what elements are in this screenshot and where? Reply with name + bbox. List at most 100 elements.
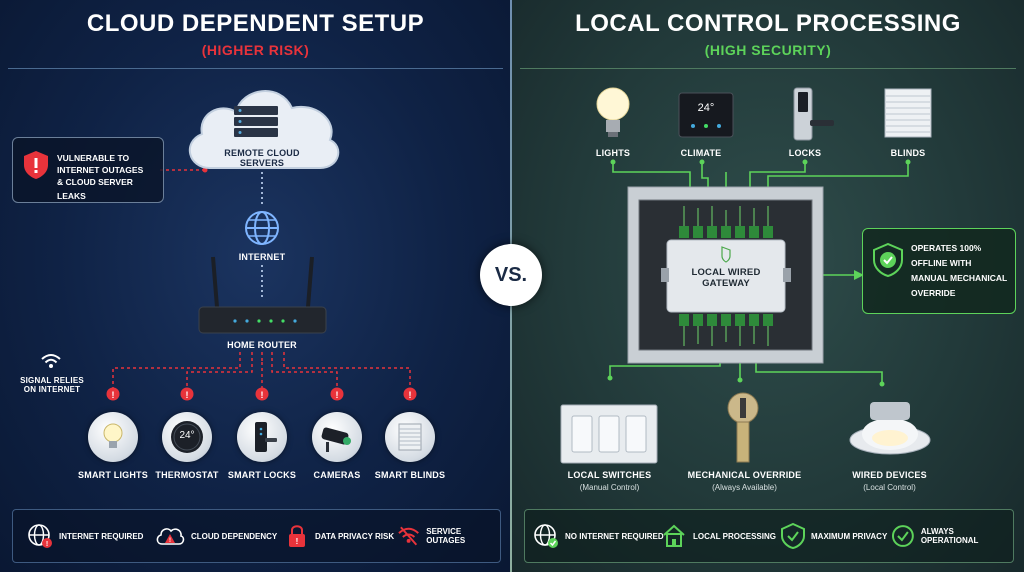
offline-line-2: OFFLINE WITH [911,258,972,268]
thermostat-device: 24° [162,412,212,462]
alert-icon: ! [255,387,269,401]
vulnerability-line-1: VULNERABLE TO [57,153,130,163]
gateway-line-1: LOCAL WIRED [691,267,761,278]
padlock-warning-icon: ! [289,525,305,547]
signal-note: SIGNAL RELIES ON INTERNET [10,376,94,394]
shield-check-icon [781,523,805,549]
internet-label: INTERNET [238,252,286,262]
svg-text:!: ! [186,390,189,400]
check-circle-icon [891,525,914,547]
device-label-smart-blinds: SMART BLINDS [374,470,446,480]
blinds-icon [398,423,422,451]
router-label: HOME ROUTER [227,340,297,350]
gateway-line-2: GATEWAY [702,278,750,289]
footer-label: LOCAL PROCESSING [693,531,776,541]
footer-label: CLOUD DEPENDENCY [191,531,278,541]
left-title-divider [8,68,503,69]
footer-maximum-privacy: MAXIMUM PRIVACY [781,510,887,562]
svg-text:!: ! [409,390,412,400]
footer-data-privacy-risk: ! DATA PRIVACY RISK [285,510,394,562]
footer-label: SERVICE OUTAGES [426,527,466,545]
offline-text: OPERATES 100% OFFLINE WITH MANUAL MECHAN… [911,241,1007,301]
router-icon [198,256,327,334]
device-label-blinds: BLINDS [890,148,926,158]
device-label-climate: CLIMATE [680,148,722,158]
light-bulb-icon [103,423,123,448]
globe-check-icon [534,524,558,548]
footer-cloud-dependency: ! CLOUD DEPENDENCY [155,510,277,562]
footer-local-processing: LOCAL PROCESSING [661,510,776,562]
smart-lock-device [237,412,287,462]
footer-always-operational: ALWAYS OPERATIONAL [891,510,1013,562]
vs-badge: VS. [480,244,542,306]
svg-text:!: ! [46,541,48,548]
cloud-label-line-1: REMOTE CLOUD [224,148,300,158]
offline-line-3: MANUAL MECHANICAL [911,273,1008,283]
device-label-smart-lights: SMART LIGHTS [78,470,148,480]
smart-blinds-device [385,412,435,462]
alert-markers: ! ! ! ! ! [106,387,417,401]
right-subtitle: (HIGH SECURITY) [704,42,832,58]
wifi-icon [41,354,61,368]
footer-label: DATA PRIVACY RISK [315,531,395,541]
device-sub-local-switches: (Manual Control) [579,483,640,492]
device-label-locks: LOCKS [788,148,822,158]
offline-line-1: OPERATES 100% [911,243,982,253]
vulnerability-callout: VULNERABLE TO INTERNET OUTAGES & CLOUD S… [12,137,164,203]
house-icon [663,524,685,547]
gateway-label: LOCAL WIRED GATEWAY [667,267,785,289]
camera-device [312,412,362,462]
left-title: CLOUD DEPENDENT SETUP [86,10,425,37]
smart-light-device [88,412,138,462]
alert-icon: ! [180,387,194,401]
warning-shield-icon [24,151,48,179]
thermostat-icon [171,421,203,453]
vulnerability-line-3: & CLOUD SERVER LEAKS [57,177,133,201]
signal-line-1: SIGNAL RELIES [20,376,84,385]
climate-thermostat-icon [678,92,734,138]
left-subtitle: (HIGHER RISK) [201,42,310,58]
svg-text:!: ! [336,390,339,400]
device-label-mechanical-override: MECHANICAL OVERRIDE [687,470,802,480]
right-title: LOCAL CONTROL PROCESSING [575,10,961,37]
svg-text:!: ! [169,538,171,544]
svg-text:!: ! [112,390,115,400]
left-connections [112,167,411,388]
globe-icon [245,211,279,245]
key-override-icon [727,392,759,463]
device-sub-wired-devices: (Local Control) [863,483,916,492]
smart-lock-icon [255,422,277,452]
footer-no-internet-required: NO INTERNET REQUIRED [533,510,664,562]
cloud-icon [188,90,340,169]
footer-service-outages: SERVICE OUTAGES [397,510,500,562]
wall-switch-icon [560,404,658,464]
footer-label: ALWAYS OPERATIONAL [920,527,979,545]
smart-lock-icon [793,87,834,141]
device-label-thermostat: THERMOSTAT [155,470,219,480]
right-title-divider [520,68,1016,69]
left-footer: ! INTERNET REQUIRED ! CLOUD DEPENDENCY !… [12,509,501,563]
footer-label: MAXIMUM PRIVACY [811,531,888,541]
wiring-enclosure [627,186,824,364]
svg-text:!: ! [261,390,264,400]
cloud-servers-label: REMOTE CLOUD SERVERS [205,148,319,168]
wifi-off-icon [398,526,419,546]
svg-text:!: ! [296,537,299,546]
footer-label: NO INTERNET REQUIRED [565,531,664,541]
security-camera-icon [321,427,351,452]
device-label-wired-devices: WIRED DEVICES [852,470,927,480]
footer-internet-required: ! INTERNET REQUIRED [27,510,143,562]
light-bulb-icon [596,87,630,137]
offline-line-4: OVERRIDE [911,288,956,298]
cloud-label-line-2: SERVERS [239,158,285,168]
alert-icon: ! [403,387,417,401]
footer-label: INTERNET REQUIRED [59,531,144,541]
vulnerability-line-2: INTERNET OUTAGES [57,165,144,175]
device-label-cameras: CAMERAS [313,470,361,480]
signal-line-2: ON INTERNET [23,385,81,394]
cloud-dependent-panel: CLOUD DEPENDENT SETUP (HIGHER RISK) VULN… [0,0,511,572]
device-sub-mechanical-override: (Always Available) [712,483,777,492]
vulnerability-text: VULNERABLE TO INTERNET OUTAGES & CLOUD S… [57,151,163,203]
device-label-local-switches: LOCAL SWITCHES [567,470,652,480]
blinds-icon [884,88,932,138]
